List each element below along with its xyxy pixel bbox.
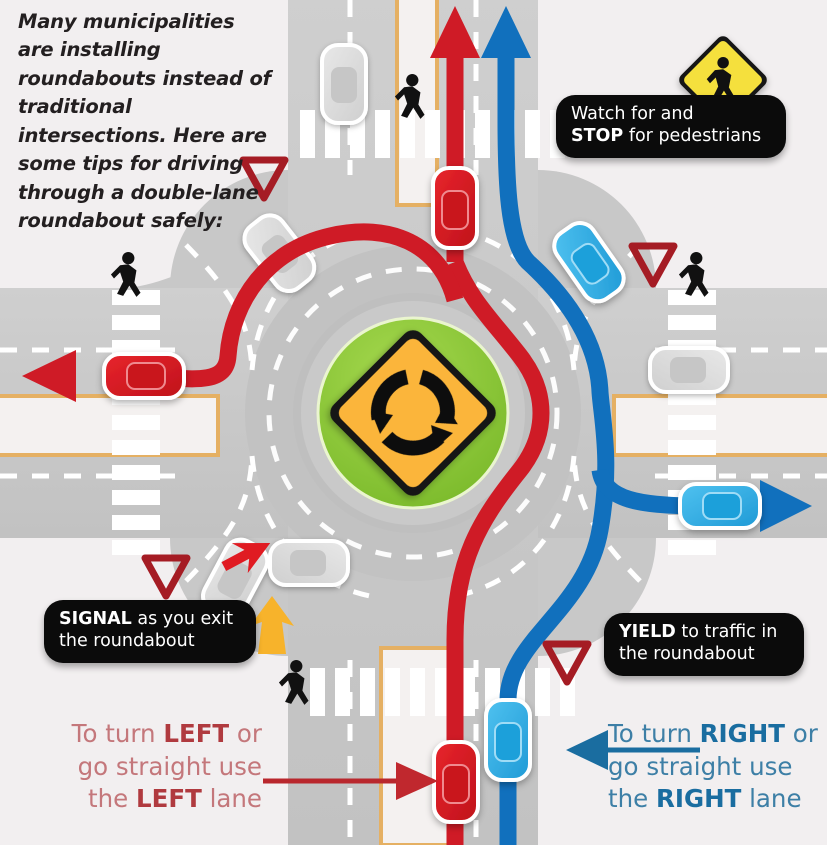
yield-sign-northwest (239, 156, 289, 202)
callout-stop-rest: for pedestrians (623, 125, 762, 146)
car-blue-north-entering (552, 221, 626, 304)
legend-arrow-right (566, 730, 700, 770)
callout-signal-rest: as you exit (131, 609, 234, 629)
intro-paragraph: Many municipalities are installing round… (18, 10, 271, 233)
legend-right-l1c: or (784, 719, 818, 748)
legend-arrow-left (263, 762, 438, 800)
callout-yield-line1: YIELD to traffic in (619, 622, 789, 644)
legend-left-lane: To turn LEFT or go straight use the LEFT… (46, 718, 262, 816)
legend-right-line2: go straight use (608, 751, 793, 781)
callout-stop-for-pedestrians: Watch for and STOP for pedestrians (556, 95, 786, 158)
pedestrian-north-crosswalk (394, 74, 425, 119)
pedestrian-south-crosswalk (278, 660, 309, 705)
yield-signs (141, 156, 678, 686)
red-arrowhead-north (430, 6, 480, 58)
car-blue-south-approach (484, 698, 532, 782)
blue-arrowhead-east (760, 480, 812, 532)
legend-right-l3a: the (608, 784, 656, 814)
crosswalk-south (310, 668, 575, 716)
callout-stop-line1: Watch for and (571, 104, 694, 124)
callout-signal-bold: SIGNAL (59, 609, 132, 629)
car-blue-east-exit (678, 482, 762, 530)
callout-signal-as-you-exit: SIGNAL as you exit the roundabout (44, 600, 256, 663)
legend-left-l3c: lane (201, 784, 262, 814)
legend-left-l1c: or (229, 719, 262, 748)
signal-arrow-turn (221, 543, 271, 574)
roundabout-arrow-right (418, 369, 458, 425)
legend-left-line3: the LEFT lane (46, 783, 262, 816)
callout-yield-rest: to traffic in (675, 622, 778, 642)
roundabout-sign (330, 330, 496, 496)
legend-left-l1b: LEFT (163, 719, 230, 748)
callout-yield-bold: YIELD (619, 622, 676, 642)
legend-right-line1: To turn RIGHT or (608, 718, 822, 751)
car-silver-east-approach (648, 346, 730, 394)
legend-right-l1a: To turn (608, 719, 700, 748)
legend-right-l3b: RIGHT (656, 784, 742, 814)
pedestrian-east-crosswalk (678, 252, 709, 297)
legend-left-l1a: To turn (71, 719, 164, 748)
red-arrowhead-west (22, 350, 76, 402)
legend-left-line1: To turn LEFT or (46, 718, 262, 751)
callout-signal-line2: the roundabout (59, 630, 195, 651)
car-silver-south-circulating (268, 539, 350, 587)
legend-right-l3c: lane (741, 784, 802, 814)
callout-yield-to-traffic: YIELD to traffic in the roundabout (604, 613, 804, 676)
legend-left-l3b: LEFT (135, 784, 202, 814)
callout-signal-line1: SIGNAL as you exit (59, 609, 241, 631)
roundabout-arrow-left (370, 369, 409, 434)
crosswalk-west (112, 290, 160, 555)
yield-sign-northeast (628, 242, 678, 288)
legend-right-line3: the RIGHT lane (608, 783, 822, 816)
callout-stop-bold: STOP (571, 125, 624, 146)
car-silver-north-approach (320, 43, 368, 125)
legend-left-line2: go straight use (77, 751, 262, 781)
car-red-north-queue (431, 166, 479, 250)
legend-right-lane: To turn RIGHT or go straight use the RIG… (608, 718, 822, 816)
car-red-west-exit (102, 352, 186, 400)
callout-yield-line2: the roundabout (619, 643, 755, 664)
path-arrowheads (22, 6, 812, 532)
signal-arrow-blinker (250, 596, 294, 654)
callout-stop-line2: STOP for pedestrians (571, 126, 771, 148)
yield-sign-southeast (542, 640, 592, 686)
legend-left-l3a: the (87, 784, 136, 814)
roundabout-arrow-bottom (381, 425, 453, 456)
legend-right-l1b: RIGHT (699, 719, 785, 748)
pedestrian-west-crosswalk (110, 252, 141, 297)
colored-cars (102, 166, 762, 824)
blue-arrowhead-north (481, 6, 531, 58)
yield-sign-southwest (141, 554, 191, 600)
pedestrians (110, 74, 709, 705)
car-red-south-approach (432, 740, 480, 824)
